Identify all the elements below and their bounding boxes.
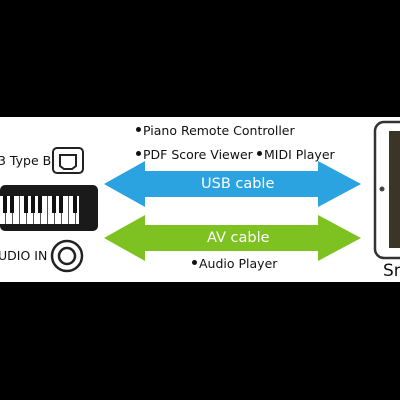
usb-type-b-port-icon xyxy=(52,147,84,174)
smart-device-icon xyxy=(373,120,400,260)
bullet-icon xyxy=(136,151,141,156)
device-label: Sm xyxy=(383,261,400,281)
black-key xyxy=(24,196,28,213)
black-key xyxy=(31,196,35,213)
usb-cable-arrow xyxy=(104,161,361,207)
black-key xyxy=(3,196,7,213)
keyboard-icon xyxy=(0,185,98,231)
feature-midi-player: MIDI Player xyxy=(257,148,335,162)
audio-in-port-icon xyxy=(50,239,84,273)
bullet-icon xyxy=(192,260,197,265)
bullet-icon xyxy=(136,127,141,132)
black-key xyxy=(10,196,14,213)
white-key-divider xyxy=(47,196,48,224)
black-key xyxy=(52,196,56,213)
black-keys xyxy=(3,196,77,213)
white-key-divider xyxy=(19,196,20,224)
usb-port-label: 3 Type B xyxy=(0,153,52,168)
white-key-divider xyxy=(68,196,69,224)
feature-pdf-score-viewer: PDF Score Viewer xyxy=(136,148,253,162)
av-cable-arrow xyxy=(104,215,361,261)
bullet-icon xyxy=(257,151,262,156)
feature-piano-remote-controller: Piano Remote Controller xyxy=(136,124,295,138)
av-cable-label: AV cable xyxy=(207,230,270,246)
black-key xyxy=(38,196,42,213)
connection-diagram-panel: 3 Type B UDIO IN Piano Remote Controller… xyxy=(0,117,400,282)
usb-cable-label: USB cable xyxy=(201,176,275,192)
audio-in-label: UDIO IN xyxy=(0,248,48,263)
feature-audio-player: Audio Player xyxy=(192,257,277,271)
diagram-graphics xyxy=(0,120,400,273)
black-key xyxy=(59,196,63,213)
black-key xyxy=(73,196,77,213)
